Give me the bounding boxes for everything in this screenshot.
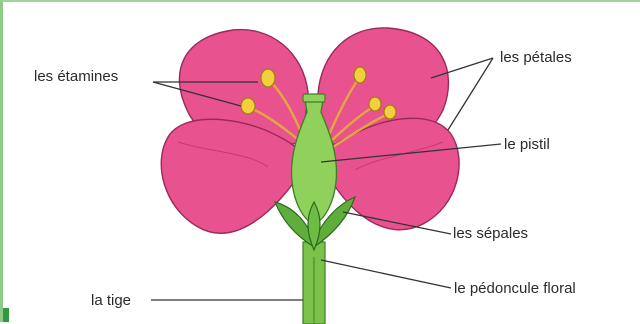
label-stamens: les étamines bbox=[34, 68, 118, 86]
label-peduncle: le pédoncule floral bbox=[454, 280, 576, 298]
label-pistil: le pistil bbox=[504, 136, 550, 154]
anther bbox=[241, 98, 255, 114]
label-petals: les pétales bbox=[500, 49, 572, 67]
anther bbox=[369, 97, 381, 111]
label-stem: la tige bbox=[91, 292, 131, 310]
label-sepals: les sépales bbox=[453, 225, 528, 243]
anther bbox=[354, 67, 366, 83]
anther bbox=[384, 105, 396, 119]
anther bbox=[261, 69, 275, 87]
